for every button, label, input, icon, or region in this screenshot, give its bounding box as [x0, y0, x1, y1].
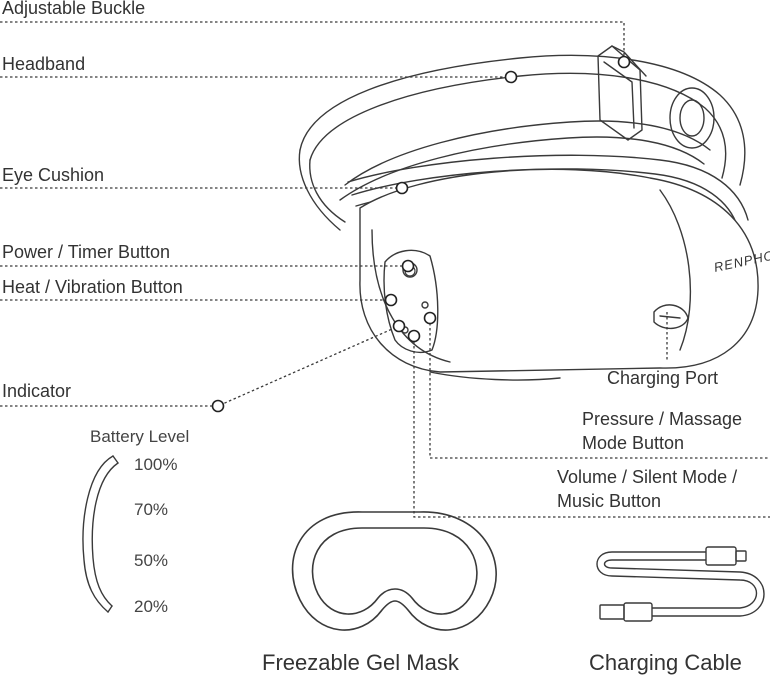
- leader-adjustable-buckle: [0, 21, 625, 62]
- label-power-timer: Power / Timer Button: [2, 242, 171, 262]
- dot-eye-cushion: [395, 181, 409, 195]
- dot-power-timer: [401, 259, 415, 273]
- mask-body-shape: [359, 168, 759, 381]
- label-headband: Headband: [2, 54, 86, 74]
- label-eye-cushion: Eye Cushion: [2, 165, 105, 185]
- label-charging-port: Charging Port: [607, 368, 719, 388]
- gel-mask-shape: [291, 511, 497, 631]
- dot-headband: [504, 70, 518, 84]
- battery-level-70: 70%: [134, 500, 169, 519]
- dot-adjustable-buckle: [617, 55, 631, 69]
- caption-charging-cable: Charging Cable: [589, 650, 742, 675]
- label-heat-vibration: Heat / Vibration Button: [2, 277, 183, 297]
- label-volume-line1: Volume / Silent Mode /: [557, 467, 738, 487]
- label-pressure-line1: Pressure / Massage: [582, 409, 743, 429]
- label-adjustable-buckle: Adjustable Buckle: [2, 0, 146, 18]
- leader-pressure-mode: [429, 318, 770, 459]
- battery-level-title: Battery Level: [90, 427, 190, 446]
- headband-shape: [298, 54, 746, 231]
- charging-cable-shape: [596, 546, 765, 622]
- dot-indicator-end: [211, 399, 225, 413]
- battery-level-20: 20%: [134, 597, 169, 616]
- label-volume-line2: Music Button: [557, 491, 662, 511]
- label-indicator: Indicator: [2, 381, 72, 401]
- leader-volume-music: [413, 336, 770, 518]
- dot-volume-music: [407, 329, 421, 343]
- dot-pressure-mode: [423, 311, 437, 325]
- caption-gel-mask: Freezable Gel Mask: [262, 650, 459, 675]
- battery-level-50: 50%: [134, 551, 169, 570]
- battery-level-strip: [82, 455, 119, 613]
- label-pressure-line2: Mode Button: [582, 433, 685, 453]
- dot-indicator: [392, 319, 406, 333]
- dot-heat-vibration: [384, 293, 398, 307]
- adjustable-buckle-shape: [597, 45, 715, 149]
- battery-level-100: 100%: [134, 455, 178, 474]
